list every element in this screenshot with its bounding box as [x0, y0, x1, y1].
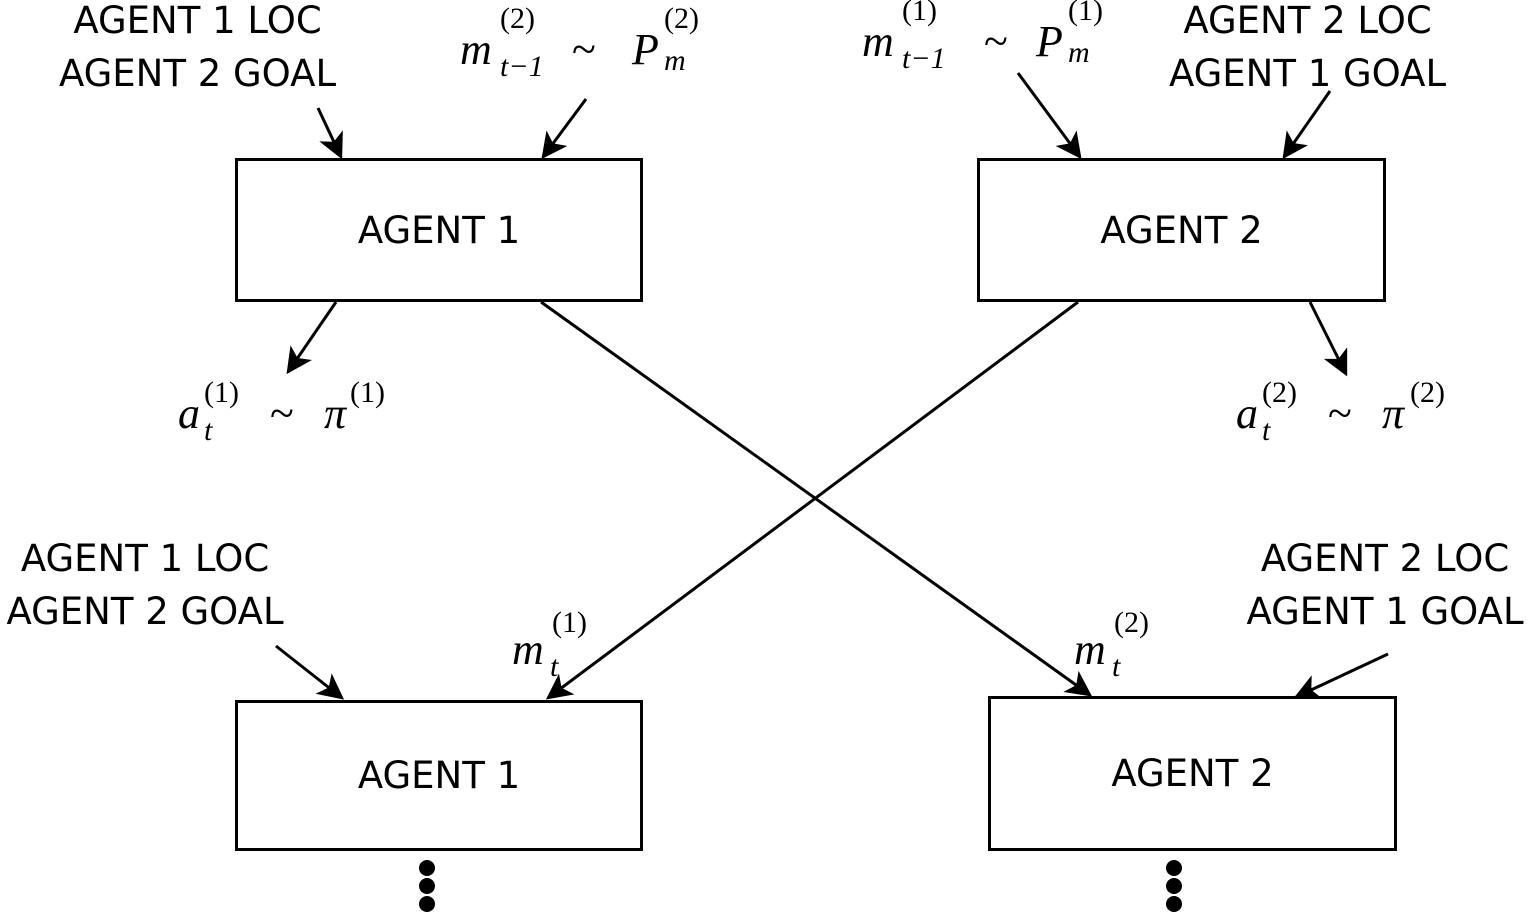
symbol: m	[460, 25, 492, 74]
arrow-msg-to-agent2	[1016, 72, 1082, 160]
arrow-bottom-right-inputs	[1293, 652, 1389, 699]
superscript: (2)	[1410, 376, 1445, 409]
symbol: a	[1236, 389, 1258, 438]
agent2-box-top: AGENT 2	[977, 158, 1386, 302]
subscript: t	[550, 650, 559, 683]
bottom-right-inputs: AGENT 2 LOC AGENT 1 GOAL	[1240, 532, 1530, 638]
input-label: AGENT 2 LOC	[1260, 537, 1510, 580]
symbol: a	[178, 389, 200, 438]
continuation-dots-left	[419, 860, 435, 914]
input-label: AGENT 2 GOAL	[58, 52, 337, 95]
top-right-inputs: AGENT 2 LOC AGENT 1 GOAL	[1150, 0, 1465, 100]
subscript: m	[664, 44, 686, 77]
message-agent2: m t (2)	[1074, 608, 1184, 684]
message-prior-agent2: m t−1 (1) ~ P m (1)	[862, 0, 1122, 80]
input-label: AGENT 1 GOAL	[1246, 590, 1524, 633]
agent2-label: AGENT 2	[1100, 208, 1263, 252]
subscript: m	[1068, 36, 1090, 69]
agent1-label: AGENT 1	[357, 208, 521, 252]
message-prior-agent1: m t−1 (2) ~ P m (2)	[460, 4, 720, 88]
relation: ~	[270, 389, 294, 438]
symbol: m	[512, 625, 544, 674]
arrow-agent2-to-next-agent1	[545, 300, 1079, 700]
superscript: (1)	[204, 376, 239, 409]
agent1-box-top: AGENT 1	[235, 158, 643, 302]
arrow-right-inputs-to-agent2	[1282, 90, 1332, 160]
subscript: t	[1262, 414, 1271, 447]
input-label: AGENT 1 GOAL	[1168, 52, 1447, 95]
relation: ~	[1328, 389, 1352, 438]
agent1-label: AGENT 1	[357, 754, 521, 797]
top-left-inputs: AGENT 1 LOC AGENT 2 GOAL	[40, 0, 355, 100]
arrow-agent1-action	[286, 301, 338, 375]
action-agent2: a t (2) ~ π (2)	[1236, 378, 1476, 448]
superscript: (1)	[902, 0, 937, 27]
superscript: (1)	[1068, 0, 1103, 27]
arrow-left-inputs-to-agent1	[316, 107, 343, 160]
subscript: t	[1112, 650, 1121, 683]
subscript: t	[204, 414, 213, 447]
symbol: π	[324, 389, 347, 438]
action-agent1: a t (1) ~ π (1)	[178, 378, 418, 448]
agent2-label: AGENT 2	[1111, 752, 1274, 795]
superscript: (2)	[664, 2, 699, 35]
continuation-dots-right	[1166, 860, 1182, 914]
relation: ~	[572, 25, 596, 74]
superscript: (1)	[552, 606, 587, 639]
arrow-agent2-action	[1308, 301, 1348, 377]
subscript: t−1	[500, 50, 544, 83]
superscript: (2)	[1262, 376, 1297, 409]
message-agent1: m t (1)	[512, 608, 622, 684]
agent1-box-bottom: AGENT 1	[235, 700, 643, 851]
input-label: AGENT 2 GOAL	[6, 590, 284, 633]
subscript: t−1	[902, 42, 946, 75]
symbol: m	[1074, 625, 1106, 674]
symbol: m	[862, 17, 894, 66]
relation: ~	[984, 17, 1008, 66]
input-label: AGENT 1 LOC	[20, 537, 270, 580]
input-label: AGENT 1 LOC	[73, 0, 322, 42]
bottom-left-inputs: AGENT 1 LOC AGENT 2 GOAL	[0, 532, 290, 638]
symbol: π	[1382, 389, 1405, 438]
symbol: P	[1036, 17, 1063, 66]
arrow-msg-to-agent1	[541, 98, 588, 160]
arrow-bottom-left-inputs	[275, 644, 345, 700]
input-label: AGENT 2 LOC	[1183, 0, 1432, 42]
superscript: (2)	[1114, 606, 1149, 639]
symbol: P	[632, 25, 659, 74]
agent2-box-bottom: AGENT 2	[988, 696, 1397, 851]
superscript: (1)	[350, 376, 385, 409]
superscript: (2)	[500, 2, 535, 35]
